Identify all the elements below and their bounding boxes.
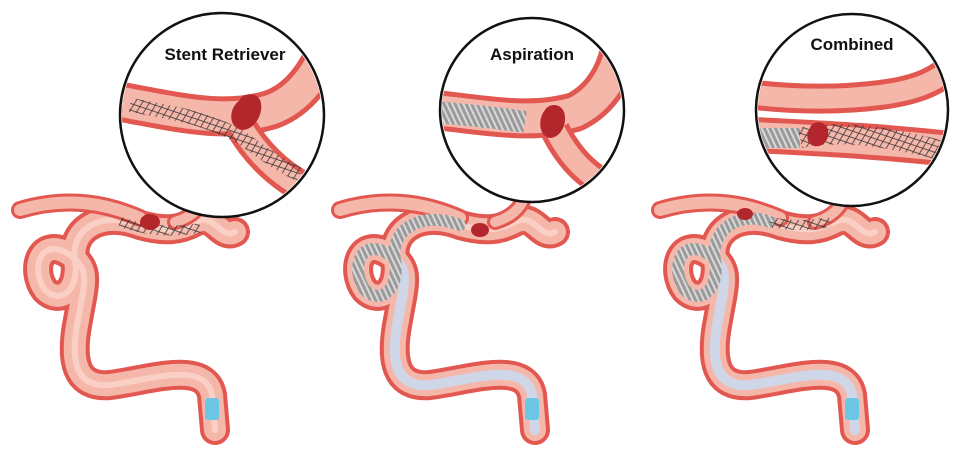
panel-aspiration: Aspiration xyxy=(340,18,625,430)
clot-icon xyxy=(737,208,753,220)
clot-icon xyxy=(471,223,489,237)
balloon-guide-icon xyxy=(845,398,859,420)
panel-combined: Combined xyxy=(660,14,954,430)
clot-icon xyxy=(140,214,160,230)
balloon-guide-icon xyxy=(525,398,539,420)
magnifier-circle xyxy=(110,13,330,217)
balloon-guide-icon xyxy=(205,398,219,420)
panel-title: Combined xyxy=(810,35,893,54)
vessel-path xyxy=(20,180,235,430)
panel-title: Stent Retriever xyxy=(165,45,286,64)
panel-title: Aspiration xyxy=(490,45,574,64)
panel-stent-retriever: Stent Retriever xyxy=(20,13,330,430)
stent-mesh-icon xyxy=(770,222,830,225)
